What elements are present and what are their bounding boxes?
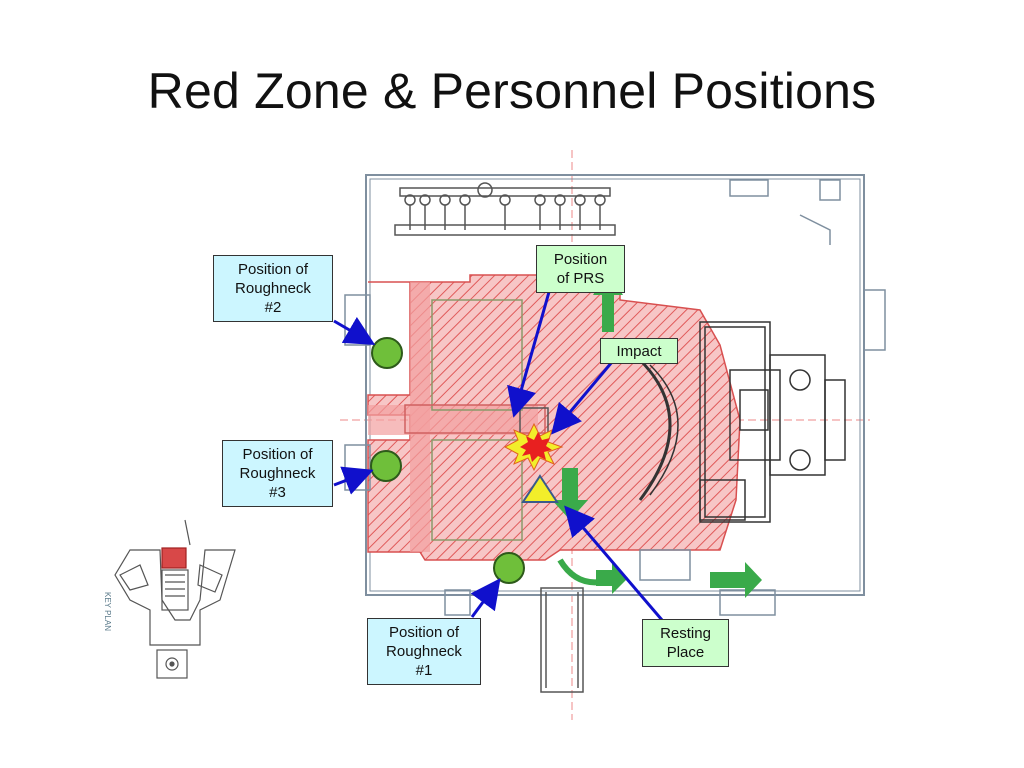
roughneck-1-marker [493,552,525,584]
roughneck-1-callout: Position of Roughneck #1 [367,618,481,685]
key-plan-label: KEY PLAN [103,592,112,631]
callout-arrows [333,291,664,621]
drill-floor-structures [404,299,549,541]
choke-manifold [394,182,616,236]
impact-callout: Impact [600,338,678,364]
impact-burst [503,422,564,472]
roughneck-2-marker [371,337,403,369]
roughneck-2-callout: Position of Roughneck #2 [213,255,333,322]
resting-place-callout: Resting Place [642,619,729,667]
catwalk [540,587,584,693]
resting-place-marker [521,474,559,503]
slide-title: Red Zone & Personnel Positions [147,63,877,119]
prs-position-callout: Position of PRS [536,245,625,293]
right-equipment [638,321,846,523]
roughneck-3-callout: Position of Roughneck #3 [222,440,333,507]
red-zone [367,274,741,561]
roughneck-3-marker [370,450,402,482]
key-plan-drawing [114,519,236,679]
